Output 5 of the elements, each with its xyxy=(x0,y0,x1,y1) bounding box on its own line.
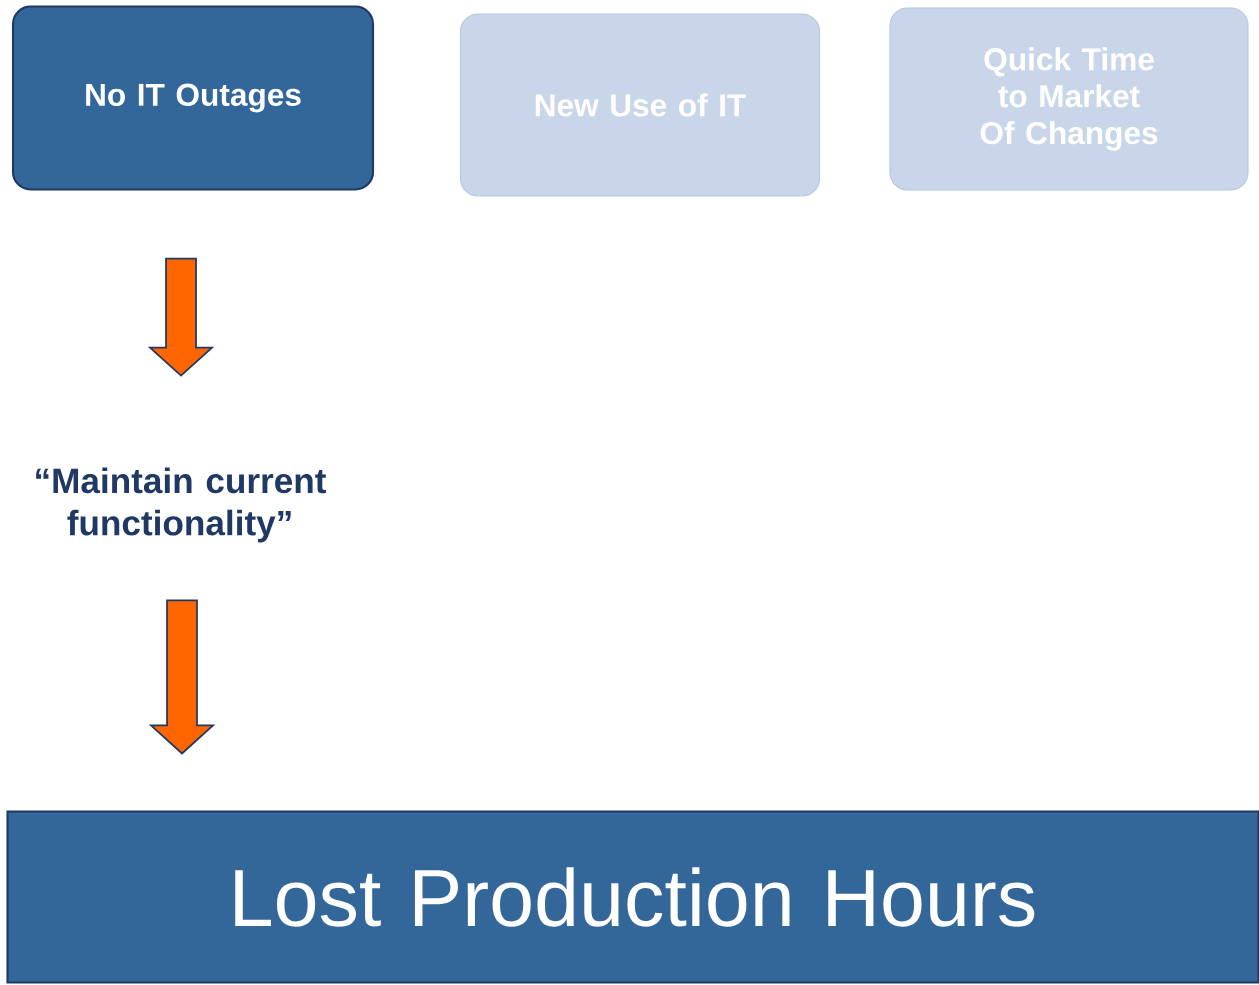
block-arrow xyxy=(147,257,215,377)
block-arrow xyxy=(148,599,216,755)
goal-box: No IT Outages xyxy=(11,5,375,191)
result-bar: Lost Production Hours xyxy=(6,810,1259,984)
quote-text: “Maintain current functionality” xyxy=(36,467,326,543)
